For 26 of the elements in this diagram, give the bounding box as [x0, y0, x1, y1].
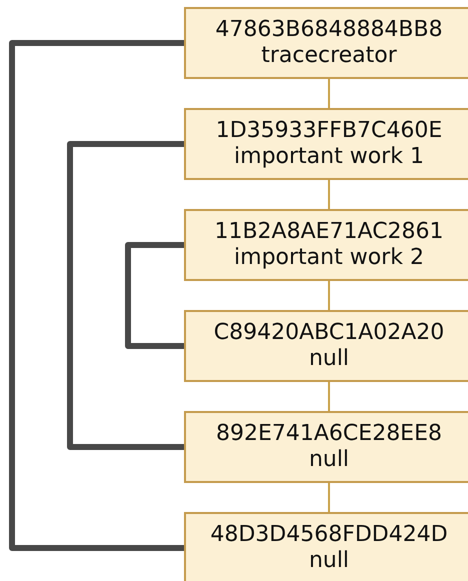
node-label: important work 1: [234, 144, 424, 170]
node-id: 48D3D4568FDD424D: [210, 522, 448, 548]
node-label: null: [308, 346, 350, 372]
node-box: [184, 512, 468, 581]
node-label: null: [308, 447, 350, 473]
node-label: important work 2: [234, 245, 424, 271]
node-box: [184, 108, 468, 180]
node-box: [184, 411, 468, 483]
connector-line: [328, 79, 330, 108]
node-id: 47863B6848884BB8: [215, 17, 443, 43]
node-box: [184, 209, 468, 281]
connector-line: [328, 382, 330, 411]
bracket-connector: [125, 242, 184, 349]
bracket-connector: [9, 40, 184, 551]
node-id: 892E741A6CE28EE8: [216, 421, 442, 447]
node-id: 1D35933FFB7C460E: [216, 118, 442, 144]
node-label: null: [308, 548, 350, 574]
node-id: 11B2A8AE71AC2861: [214, 219, 444, 245]
connector-line: [328, 483, 330, 512]
bracket-connector: [67, 141, 184, 450]
node-box: [184, 310, 468, 382]
node-box: [184, 7, 468, 79]
connector-line: [328, 180, 330, 209]
node-id: C89420ABC1A02A20: [214, 320, 444, 346]
node-label: tracecreator: [261, 43, 397, 69]
connector-line: [328, 281, 330, 310]
